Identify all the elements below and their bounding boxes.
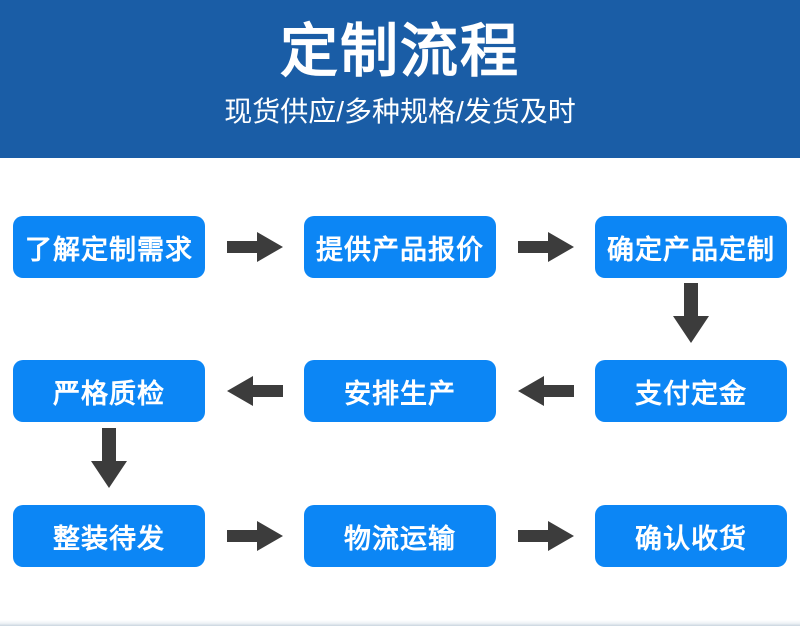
- arrow-left-icon: [517, 376, 574, 406]
- flow-connector-3-2: [496, 505, 595, 567]
- flow-node-label: 确认收货: [635, 523, 747, 554]
- arrow-down-icon: [673, 283, 709, 343]
- flow-connector-2-1: [205, 360, 304, 422]
- flow-row-2: 严格质检 安排生产 支付定金: [0, 360, 800, 422]
- arrow-right-icon: [517, 232, 574, 262]
- page-title: 定制流程: [279, 19, 520, 84]
- process-flow-diagram: 了解定制需求 提供产品报价 确定产品定制 严格质检: [0, 158, 800, 618]
- flow-node-label: 安排生产: [344, 378, 456, 409]
- bottom-edge-sliver: [0, 620, 800, 626]
- flow-node-arrange-production[interactable]: 安排生产: [304, 360, 496, 422]
- flow-node-provide-quote[interactable]: 提供产品报价: [304, 216, 496, 278]
- arrow-right-icon: [226, 232, 283, 262]
- flow-row-3: 整装待发 物流运输 确认收货: [0, 505, 800, 567]
- flow-node-label: 整装待发: [53, 523, 165, 554]
- flow-node-label: 严格质检: [53, 378, 165, 409]
- flow-connector-1-1: [205, 216, 304, 278]
- flow-connector-down-left: [89, 428, 129, 488]
- flow-connector-2-2: [496, 360, 595, 422]
- arrow-left-icon: [226, 376, 283, 406]
- flow-node-label: 确定产品定制: [607, 234, 775, 265]
- flow-node-label: 了解定制需求: [25, 234, 193, 265]
- flow-node-understand-requirements[interactable]: 了解定制需求: [13, 216, 205, 278]
- arrow-down-icon: [91, 428, 127, 488]
- flow-connector-3-1: [205, 505, 304, 567]
- flow-node-logistics-transport[interactable]: 物流运输: [304, 505, 496, 567]
- flow-connector-down-right: [671, 283, 711, 343]
- flow-node-strict-inspection[interactable]: 严格质检: [13, 360, 205, 422]
- flow-node-confirm-customization[interactable]: 确定产品定制: [595, 216, 787, 278]
- flow-row-1: 了解定制需求 提供产品报价 确定产品定制: [0, 216, 800, 278]
- arrow-right-icon: [517, 521, 574, 551]
- page-subtitle: 现货供应/多种规格/发货及时: [224, 96, 576, 127]
- flow-connector-1-2: [496, 216, 595, 278]
- flow-node-label: 支付定金: [635, 378, 747, 409]
- flow-node-label: 物流运输: [344, 523, 456, 554]
- flow-node-ready-to-ship[interactable]: 整装待发: [13, 505, 205, 567]
- flow-node-pay-deposit[interactable]: 支付定金: [595, 360, 787, 422]
- arrow-right-icon: [226, 521, 283, 551]
- header-banner: 定制流程 现货供应/多种规格/发货及时: [0, 0, 800, 158]
- flow-node-label: 提供产品报价: [316, 234, 484, 265]
- flow-node-confirm-receipt[interactable]: 确认收货: [595, 505, 787, 567]
